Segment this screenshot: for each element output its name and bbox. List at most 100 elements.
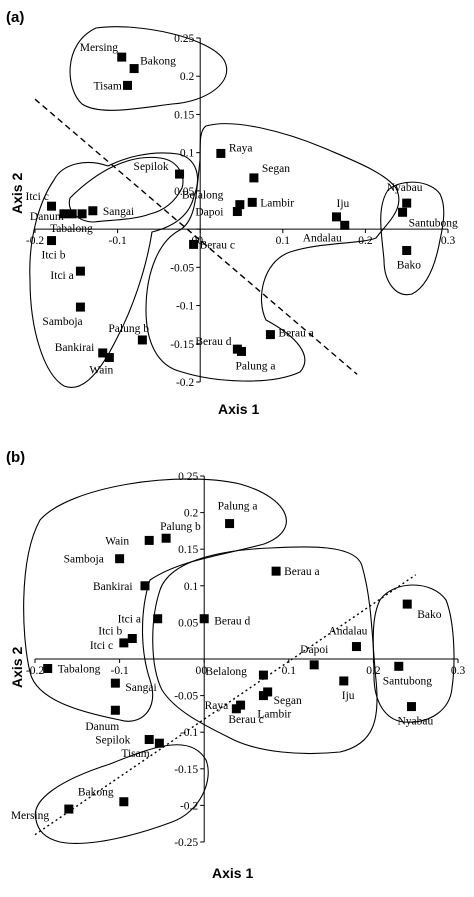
panel-a-point-label: Bankirai [55,342,95,354]
panel-a-label: (a) [6,9,24,26]
panel-a-point-label: Palung b [108,323,149,335]
panel-a-cluster-outline-inner [68,156,184,223]
panel-b-point-marker [119,797,129,807]
panel-b-point-label: Iju [342,690,355,702]
panel-a-point-marker [117,52,127,62]
panel-b-point-label: Samboja [64,554,104,566]
panel-b-point-marker [144,735,154,745]
panel-a-point-marker [175,169,185,179]
panel-b-y-tick-label: -0.25 [174,837,198,849]
panel-b-y-tick-label: 0.25 [178,471,198,483]
panel-b-ylabel: Axis 2 [9,647,25,688]
panel-b-point-marker [154,738,164,748]
panel-b-x-tick-label: 0 [201,665,207,677]
panel-a-point-marker [249,173,259,183]
panel-a-point-label: Dapoi [195,207,223,219]
panel-b-point-marker [406,702,416,712]
panel-a-point-marker [129,64,139,74]
panel-a-point-marker [77,209,87,219]
panel-a-ylabel: Axis 2 [9,173,25,214]
panel-b-reference-line-path [34,574,417,836]
panel-a-point-label: Samboja [42,316,82,328]
panel-b-point-marker [153,614,163,624]
panel-a-point-marker [123,80,133,90]
panel-b-point-marker [199,614,209,624]
panel-a-point-label: Itci b [42,250,66,262]
panel-b-point-label: Danum [85,721,119,733]
panel-b-point-marker [309,660,319,670]
panel-b-point-label: Berau c [228,714,263,726]
panel-b-x-tick-label: -0.1 [110,665,128,677]
panel-a-cluster-outline-north [69,26,228,111]
panel-b-x-tick-label: 0.3 [451,665,466,677]
panel-b-point-label: Bako [417,609,442,621]
panel-b-point-label: Nyabau [397,716,433,728]
panel-a-point-label: Bakong [140,56,176,68]
panel-a-point-marker [47,236,57,246]
panel-a-point-label: Segan [262,163,290,175]
panel-b-point-marker [127,634,137,644]
panel-b-y-tick-label: -0.15 [174,764,198,776]
panel-a-y-tick-label: 0.15 [174,109,194,121]
panel-a-point-label: Tisam [94,80,122,92]
panel-b-point-label: Santubong [383,675,432,687]
panel-a-reference-line-path [34,98,358,375]
panel-b-point-label: Tisam [121,748,149,760]
panel-a-point-marker [88,206,98,216]
panel-b-point-marker [64,804,74,814]
panel-b-point-label: Itci c [90,640,113,652]
panel-b-point-label: Itci a [118,614,141,626]
panel-a-point-label: Berau d [195,336,231,348]
panel-b-point-marker [231,704,241,714]
panel-a-point-label: Tabalong [50,223,93,235]
panel-b-point-label: Sepilok [95,735,130,747]
panel-b-point-marker [161,533,171,543]
panel-a-point-label: Sepilok [134,161,169,173]
panel-b-point-marker [258,670,268,680]
panel-b-point-label: Segan [274,695,302,707]
panel-a-point-marker [340,220,350,230]
panel-a-point-marker [232,207,242,217]
panel-b-point-marker [140,581,150,591]
panel-a-point-label: Bako [397,260,422,272]
panel-b-point-label: Belalong [205,666,247,678]
panel-a-point-label: Palung a [236,360,276,372]
panel-b-zero-tick-label: 0 [195,665,201,677]
panel-b-y-tick-label: -0.05 [174,691,198,703]
panel-b-point-label: Bakong [78,787,114,799]
panel-b-point-marker [110,678,120,688]
panel-a-point-marker [75,302,85,312]
panel-b-y-tick-label: 0.1 [184,581,199,593]
panel-a-point-label: Lambir [260,197,294,209]
panel-b-point-label: Itci b [98,626,122,638]
panel-b-y-tick-label: 0.15 [178,544,198,556]
panel-a-x-tick-label: 0.1 [276,235,291,247]
panel-a-cluster-outline-east [380,181,445,296]
panel-b-point-marker [258,691,268,701]
panel-a-point-marker [189,239,199,249]
panel-a-point-marker [104,353,114,363]
panel-b-cluster-outline-west [23,478,287,722]
panel-b-point-label: Palung a [218,501,258,513]
panel-b-point-marker [271,566,281,576]
panel-b-point-label: Raya [205,700,229,712]
panel-b-point-label: Berau a [284,566,319,578]
panel-b-y-tick-label: -0.2 [180,800,198,812]
panel-a-point-marker [75,266,85,276]
panel-b-reference-line [34,574,417,836]
panel-a-y-tick-label: 0.1 [180,148,195,160]
panel-a-point-marker [331,212,341,222]
panel-b-cluster-outline-south [34,744,209,844]
panel-b-point-marker [351,642,361,652]
panel-a-point-label: Berau c [200,239,235,251]
panel-a-points: MersingBakongTisamRayaSeganSepilokBelalo… [26,42,458,376]
panel-a-point-label: Andalau [303,232,342,244]
panel-a-x-tick-label: -0.2 [26,235,44,247]
panel-b-xlabel: Axis 1 [212,865,253,881]
panel-b-point-marker [115,554,125,564]
panel-a-point-marker [235,200,245,210]
panel-a-point-marker [402,198,412,208]
